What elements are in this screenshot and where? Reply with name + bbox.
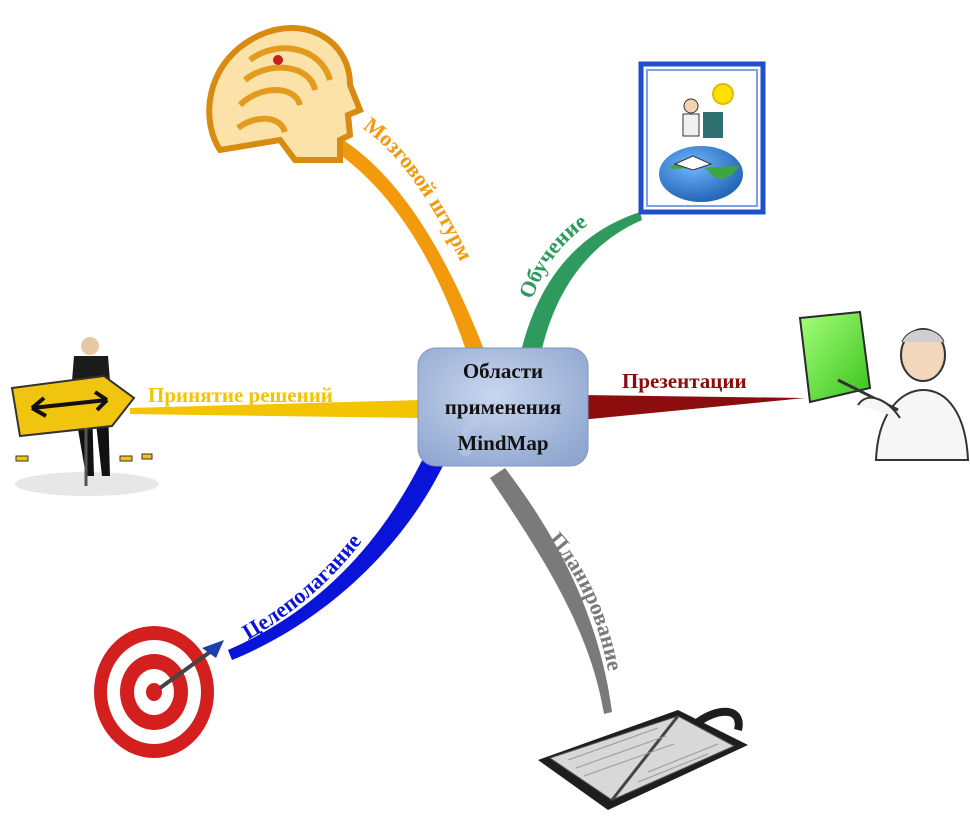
center-line-1: Области: [463, 359, 543, 383]
branch-decision: [130, 400, 420, 418]
branch-brainstorm: [318, 132, 488, 362]
branch-presentation: [580, 395, 805, 420]
globe-learner-icon: [638, 61, 766, 215]
label-decision: Принятие решений: [148, 383, 333, 407]
crossroads-sign-icon: [10, 337, 159, 496]
presenter-icon: [798, 310, 970, 461]
planner-organizer-icon: [538, 707, 748, 810]
label-presentation: Презентации: [622, 369, 747, 393]
branch-goal: [228, 448, 448, 660]
target-dart-icon: [94, 626, 224, 758]
label-planning: Планирование: [544, 527, 628, 673]
center-line-2: применения: [445, 395, 561, 419]
center-line-3: MindMap: [457, 431, 548, 455]
branches: [130, 132, 805, 714]
branch-planning: [490, 468, 612, 714]
head-maze-icon: [206, 25, 364, 163]
central-node: ? Области применения MindMap: [417, 347, 589, 473]
question-mark-icon: ?: [448, 385, 488, 473]
branch-learning: [520, 212, 642, 358]
